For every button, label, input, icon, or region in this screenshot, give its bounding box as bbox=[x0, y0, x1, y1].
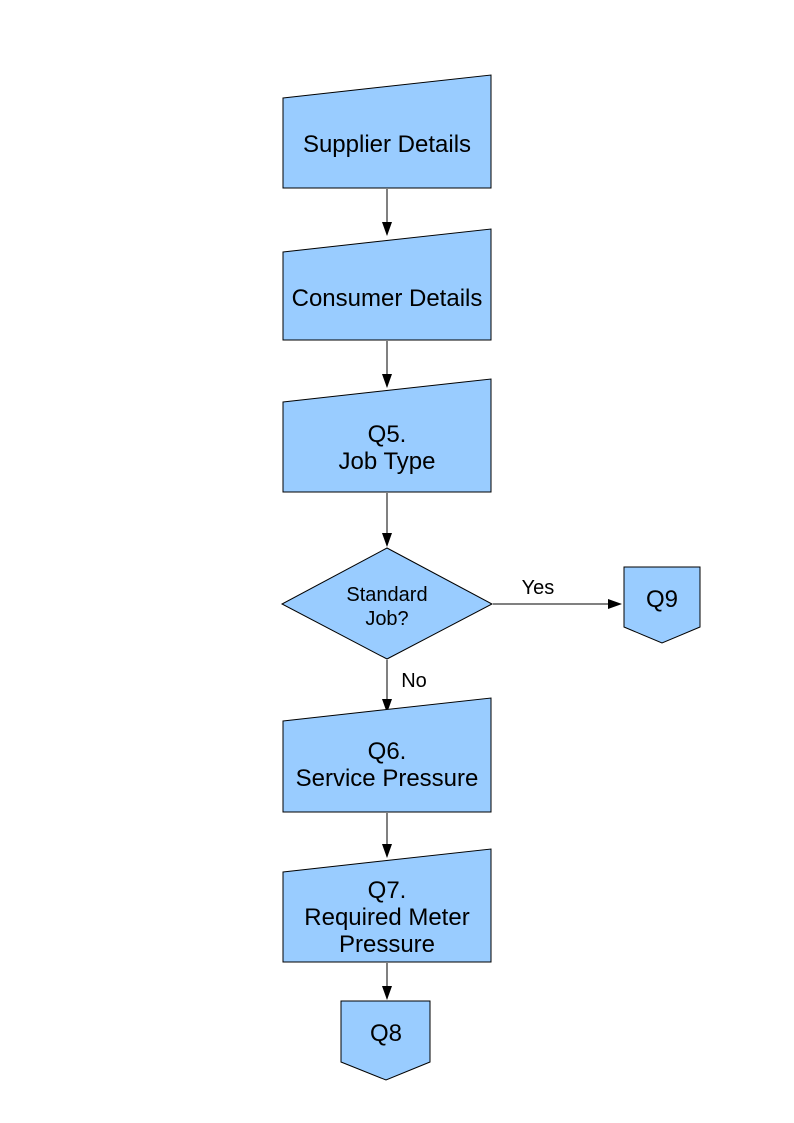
node-decision-label-line2: Job? bbox=[365, 608, 408, 630]
node-q8-label: Q8 bbox=[370, 1020, 402, 1047]
node-q7-required-meter-pressure: Q7. Required Meter Pressure bbox=[282, 848, 492, 963]
node-q7-label-line2: Required Meter bbox=[304, 904, 469, 931]
edge-label-no: No bbox=[401, 670, 427, 692]
node-supplier-details: Supplier Details bbox=[282, 74, 492, 189]
node-supplier-details-label: Supplier Details bbox=[303, 131, 471, 158]
node-q6-service-pressure-shape bbox=[282, 697, 492, 813]
node-q6-label-line2: Service Pressure bbox=[296, 765, 479, 792]
node-q6-service-pressure: Q6. Service Pressure bbox=[282, 697, 492, 813]
node-decision-label-line1: Standard bbox=[346, 584, 427, 606]
edge-label-yes: Yes bbox=[522, 577, 555, 599]
node-consumer-details-label: Consumer Details bbox=[292, 285, 483, 312]
node-standard-job-decision-shape bbox=[280, 547, 494, 660]
node-q9-label: Q9 bbox=[646, 586, 678, 613]
node-consumer-details: Consumer Details bbox=[282, 228, 492, 341]
node-q5-job-type: Q5. Job Type bbox=[282, 378, 492, 493]
connectors bbox=[382, 189, 622, 1000]
node-q7-label-line1: Q7. bbox=[368, 877, 407, 904]
node-q6-label-line1: Q6. bbox=[368, 738, 407, 765]
node-q9-connector-shape bbox=[623, 566, 701, 644]
node-supplier-details-shape bbox=[282, 74, 492, 189]
node-q7-required-meter-pressure-shape bbox=[282, 848, 492, 963]
node-q5-label-line1: Q5. bbox=[368, 421, 407, 448]
node-q5-job-type-shape bbox=[282, 378, 492, 493]
node-consumer-details-shape bbox=[282, 228, 492, 341]
node-q8-connector: Q8 bbox=[340, 1000, 431, 1081]
node-standard-job-decision: Standard Job? bbox=[280, 547, 494, 660]
node-q5-label-line2: Job Type bbox=[339, 448, 436, 475]
node-q9-connector: Q9 bbox=[623, 566, 701, 644]
node-q7-label-line3: Pressure bbox=[339, 931, 435, 958]
node-q8-connector-shape bbox=[340, 1000, 431, 1081]
